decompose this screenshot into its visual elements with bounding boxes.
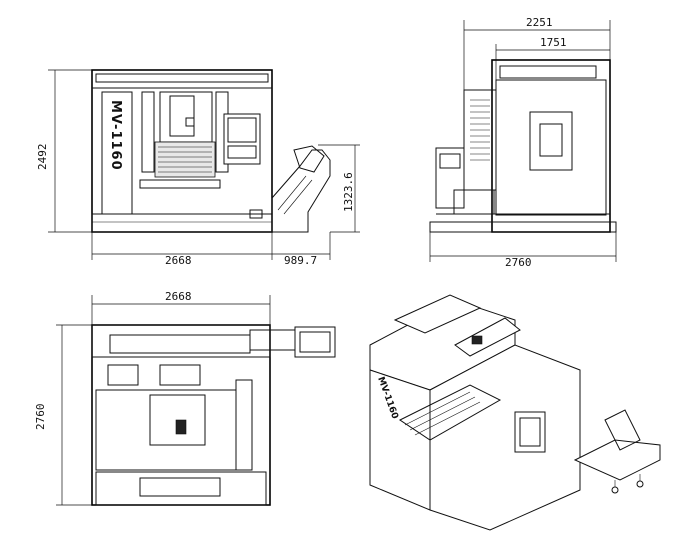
front-view: MV-1160 2492 [36,69,360,267]
top-view: 2668 2760 [34,290,336,506]
isometric-view: MV-1160 [369,294,661,531]
top-depth-dim: 2760 [34,404,47,431]
front-width-dim: 2668 [165,254,192,267]
front-chip-conveyor [271,145,331,233]
side-view: 2251 1751 2760 [429,16,617,269]
side-overall-depth-dim: 2251 [526,16,553,29]
side-inner-depth-dim: 1751 [540,36,567,49]
front-height-dim: 2492 [36,144,49,171]
front-brand-label: MV-1160 [108,100,123,171]
conveyor-height-dim: 1323.6 [342,172,355,212]
conveyor-width-dim: 989.7 [284,254,317,267]
top-width-dim: 2668 [165,290,192,303]
side-base-depth-dim: 2760 [505,256,532,269]
